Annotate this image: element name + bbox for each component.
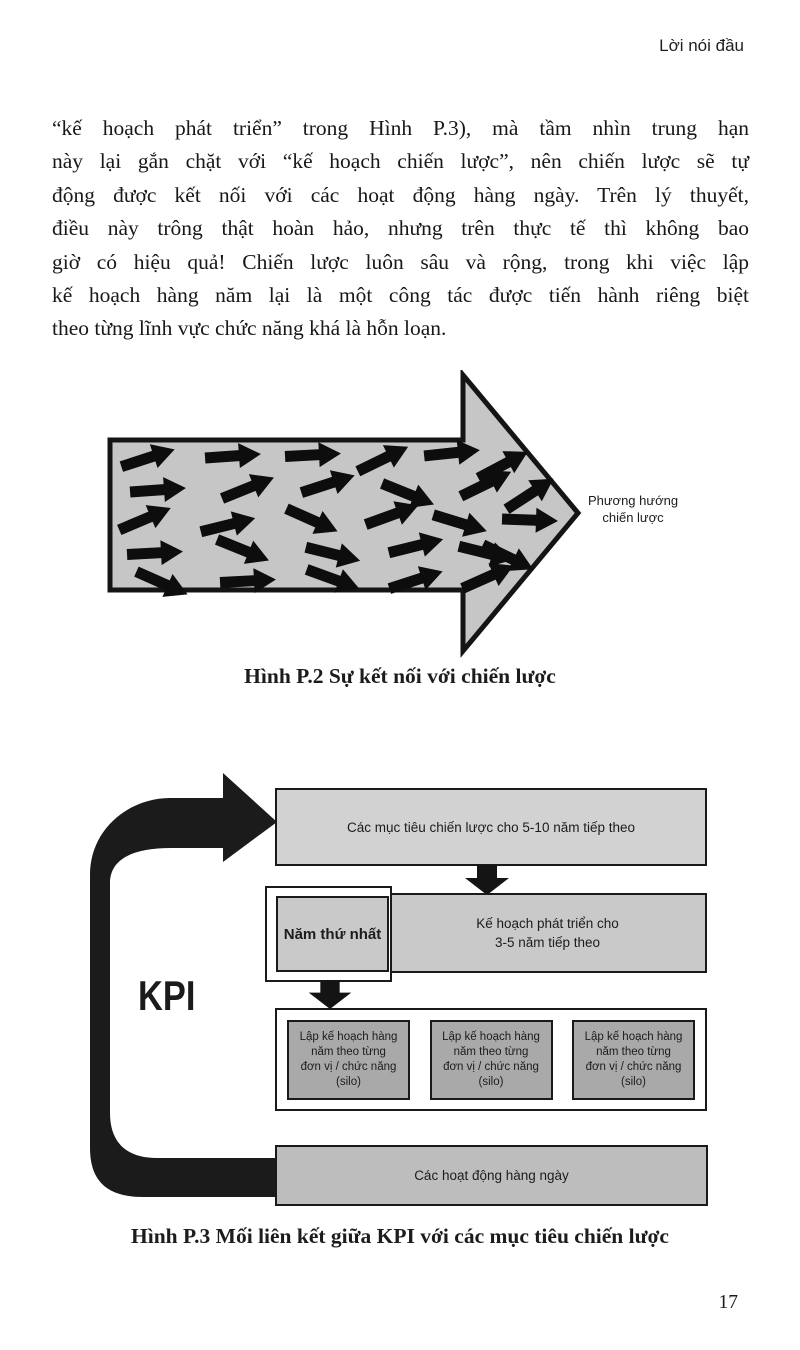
loop-arrow-shape [90,773,277,1197]
small-arrow-icon [355,445,409,477]
small-arrow-icon [134,566,188,597]
strategy-direction-label-line1: Phương hướng [587,493,679,508]
small-arrow-icon [458,470,512,502]
page-number: 17 [718,1292,739,1313]
small-arrow-icon [304,564,360,593]
small-arrow-icon [119,444,175,472]
silo-text-line: đơn vị / chức năng [443,1060,539,1073]
small-arrow-icon [304,541,361,568]
paragraph-line: kế hoạch hàng năm lại là một công tác đư… [52,283,749,308]
small-arrow-icon [199,511,256,538]
strategic-objectives-text: Các mục tiêu chiến lược cho 5-10 năm tiế… [346,819,636,835]
strategy-direction-arrow-figure [107,370,582,658]
silo-text-line: Lập kế hoạch hàng [584,1030,683,1043]
small-arrow-icon [501,507,558,533]
small-arrow-icon [126,540,183,566]
small-arrow-icon [214,534,269,564]
figure-p3-caption: Hình P.3 Mối liên kết giữa KPI với các m… [131,1224,669,1248]
silo-text-line: Lập kế hoạch hàng [442,1030,540,1043]
paragraph-line: theo từng lĩnh vực chức năng khá là hỗn … [52,316,447,341]
silo-text-line: năm theo từng [596,1045,671,1058]
silo-planning-box-2: Lập kế hoạch hàng năm theo từng đơn vị /… [429,1019,553,1100]
small-arrow-icon [387,532,444,559]
small-arrow-icon [379,478,434,508]
paragraph-line: này lại gắn chặt với “kế hoạch chiến lượ… [52,149,749,174]
kpi-label: KPI [138,972,196,1019]
small-arrow-icon [129,477,186,503]
development-plan-line2: 3-5 năm tiếp theo [494,935,601,950]
daily-activities-text: Các hoạt động hàng ngày [414,1168,569,1183]
body-paragraph: “kế hoạch phát triển” trong Hình P.3), m… [52,112,749,346]
paragraph-line: giờ có hiệu quả! Chiến lược luôn sâu và … [52,249,749,274]
small-arrow-icon [503,478,554,514]
paragraph-line: động được kết nối với các hoạt động hàng… [52,182,749,207]
small-arrow-icon [423,439,480,465]
figure-p2-caption: Hình P.2 Sự kết nối với chiến lược [244,664,556,688]
first-year-box: Năm thứ nhất [276,896,389,972]
silo-text-line: đơn vị / chức năng [585,1060,682,1073]
small-arrow-icon [117,505,171,536]
silo-text-line: (silo) [621,1075,646,1088]
big-arrow-shape [107,370,582,658]
small-scattered-arrows [117,439,558,597]
small-arrow-icon [431,509,487,537]
silo-planning-box-1: Lập kế hoạch hàng năm theo từng đơn vị /… [287,1019,410,1100]
silo-text-line: (silo) [478,1075,504,1088]
small-arrow-icon [204,443,261,469]
small-arrow-icon [219,568,276,594]
strategy-direction-label-line2: chiến lược [602,510,664,525]
small-arrow-icon [363,501,419,530]
down-arrow-icon [308,980,352,1009]
down-arrow-icon [465,865,509,895]
kpi-feedback-loop-arrow [90,773,277,1197]
development-plan-line1: Kế hoạch phát triển cho [476,916,619,931]
silo-text-line: năm theo từng [311,1045,386,1058]
small-arrow-icon [284,503,338,534]
small-arrow-icon [299,470,355,498]
small-arrow-icon [284,442,341,468]
small-arrow-icon [480,539,534,571]
strategy-direction-label: Phương hướng chiến lược [577,492,689,526]
paragraph-line: điều này trông thật hoàn hảo, nhưng trên… [52,216,749,241]
small-arrow-icon [460,563,514,594]
paragraph-line: “kế hoạch phát triển” trong Hình P.3), m… [52,116,749,140]
running-header: Lời nói đầu [659,36,744,55]
annual-planning-container: Lập kế hoạch hàng năm theo từng đơn vị /… [275,1008,707,1111]
silo-planning-box-3: Lập kế hoạch hàng năm theo từng đơn vị /… [572,1019,695,1100]
strategic-objectives-box: Các mục tiêu chiến lược cho 5-10 năm tiế… [275,788,707,866]
daily-activities-box: Các hoạt động hàng ngày [275,1145,708,1206]
development-plan-box: Kế hoạch phát triển cho 3-5 năm tiếp the… [388,893,707,973]
silo-text-line: năm theo từng [453,1045,529,1058]
silo-text-line: (silo) [336,1075,361,1088]
small-arrow-icon [219,474,274,504]
small-arrow-icon [387,566,443,594]
first-year-text: Năm thứ nhất [283,925,382,943]
silo-text-line: đơn vị / chức năng [300,1060,397,1073]
silo-text-line: Lập kế hoạch hàng [299,1030,398,1043]
